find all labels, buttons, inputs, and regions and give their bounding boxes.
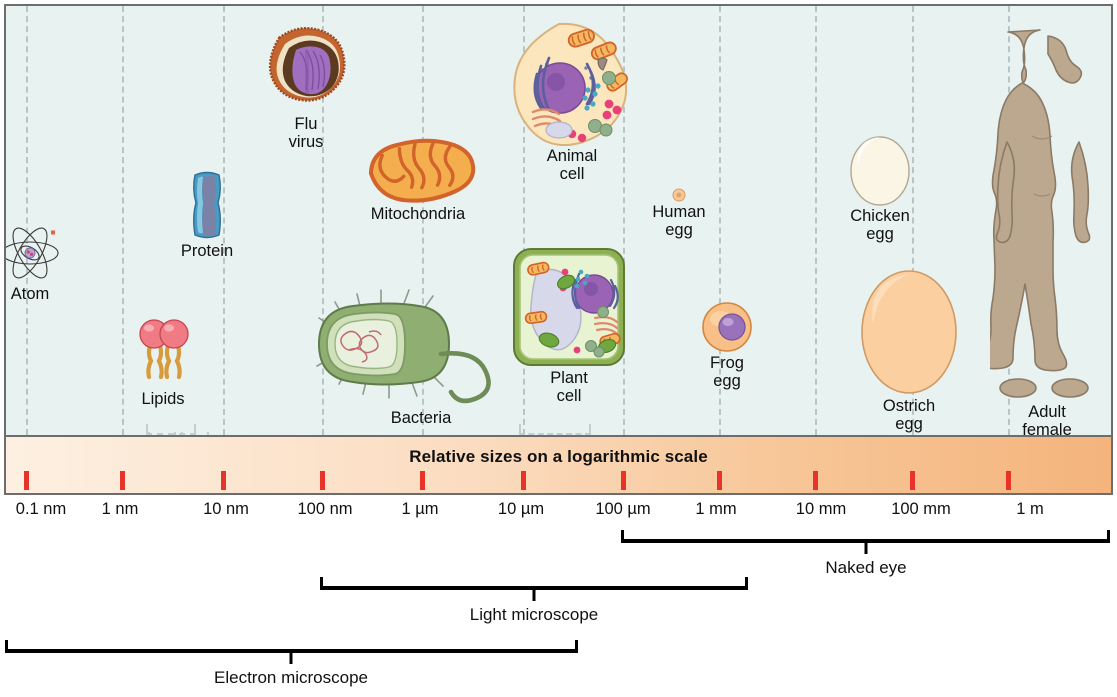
frog-egg-icon [702, 302, 752, 352]
specimen-caption: Adult female [1022, 403, 1072, 437]
axis-tick [120, 471, 125, 490]
range-label: Naked eye [825, 558, 907, 577]
range-label: Electron microscope [213, 668, 369, 687]
bracket-line [5, 640, 578, 653]
specimen-adult-female: Adult female [972, 24, 1111, 437]
specimen-flu-virus: Flu virus [246, 20, 366, 152]
specimen-caption: Flu virus [288, 115, 324, 151]
specimen-plant-cell: Plant cell [499, 246, 639, 406]
size-range-mark [148, 432, 176, 435]
specimen-caption: Frog egg [710, 354, 744, 390]
atom-icon [6, 227, 59, 279]
adult-female-icon [990, 29, 1091, 398]
range-label: Light microscope [469, 605, 599, 624]
specimen-caption: Bacteria [390, 409, 452, 427]
axis-tick-label: 10 mm [795, 500, 847, 518]
axis-tick-label: 100 mm [891, 500, 951, 518]
bracket-stem [864, 543, 868, 554]
gridline [322, 6, 324, 435]
lipids-icon [139, 319, 189, 380]
specimen-animal-cell: Animal cell [497, 20, 647, 184]
gridline [523, 6, 525, 435]
specimen-chicken-egg: Chicken egg [820, 126, 940, 244]
specimen-caption: Animal cell [546, 147, 598, 183]
specimen-caption: Chicken egg [850, 207, 910, 243]
bracket-line [320, 577, 748, 590]
axis-tick-label: 10 µm [497, 500, 545, 518]
axis-tick [221, 471, 226, 490]
ostrich-egg-icon [861, 270, 957, 394]
axis-tick-label: 1 mm [695, 500, 737, 518]
axis-tick-label: 1 µm [401, 500, 439, 518]
protein-icon [193, 171, 221, 239]
gridline [912, 6, 914, 435]
animal-cell-icon [513, 22, 628, 146]
bracket-stem [532, 590, 536, 601]
bracket-line [621, 530, 1110, 543]
specimen-human-egg: Human egg [624, 188, 734, 240]
axis-tick-label: 100 µm [595, 500, 651, 518]
size-range-mark [146, 424, 196, 435]
gridline [422, 6, 424, 435]
axis-tick [420, 471, 425, 490]
gridline [623, 6, 625, 435]
bacteria-icon [316, 289, 491, 404]
specimen-protein: Protein [152, 169, 262, 261]
gridline [223, 6, 225, 435]
specimen-mitochondria: Mitochondria [328, 136, 508, 224]
size-range-mark [519, 424, 591, 435]
specimen-frog-egg: Frog egg [672, 301, 782, 391]
specimen-bacteria: Bacteria [306, 288, 536, 428]
scale-band: Relative sizes on a logarithmic scale [4, 437, 1113, 495]
mitochondria-icon [368, 138, 476, 203]
axis-tick [717, 471, 722, 490]
gridline [122, 6, 124, 435]
axis-tick [621, 471, 626, 490]
axis-tick [1006, 471, 1011, 490]
axis-tick-label: 1 nm [101, 500, 139, 518]
axis-tick-label: 10 nm [203, 500, 249, 518]
scale-title: Relative sizes on a logarithmic scale [409, 447, 708, 466]
specimen-caption: Human egg [652, 203, 706, 239]
specimen-caption: Mitochondria [370, 205, 466, 223]
axis-tick [24, 471, 29, 490]
specimen-caption: Atom [10, 285, 50, 303]
specimen-caption: Ostrich egg [882, 397, 936, 433]
specimen-caption: Lipids [141, 390, 185, 408]
axis-tick-label: 100 nm [297, 500, 353, 518]
size-range-mark [181, 432, 209, 435]
specimen-lipids: Lipids [108, 313, 218, 409]
gridline [815, 6, 817, 435]
axis-tick [521, 471, 526, 490]
axis-tick-label: 1 m [1016, 500, 1044, 518]
axis-tick-label: 0.1 nm [15, 500, 67, 518]
bracket-stem [289, 653, 293, 664]
chicken-egg-icon [850, 136, 910, 206]
gridline [26, 6, 28, 435]
human-egg-icon [672, 188, 686, 202]
specimen-caption: Plant cell [550, 369, 588, 405]
gridline [719, 6, 721, 435]
specimen-ostrich-egg: Ostrich egg [844, 264, 974, 434]
axis-tick [320, 471, 325, 490]
flu-virus-icon [268, 27, 346, 102]
axis-tick [910, 471, 915, 490]
specimen-panel: Atom Lipids [4, 4, 1113, 437]
specimen-caption: Protein [180, 242, 234, 260]
specimen-atom: Atom [6, 222, 70, 304]
axis-tick [813, 471, 818, 490]
plant-cell-icon [513, 248, 625, 366]
